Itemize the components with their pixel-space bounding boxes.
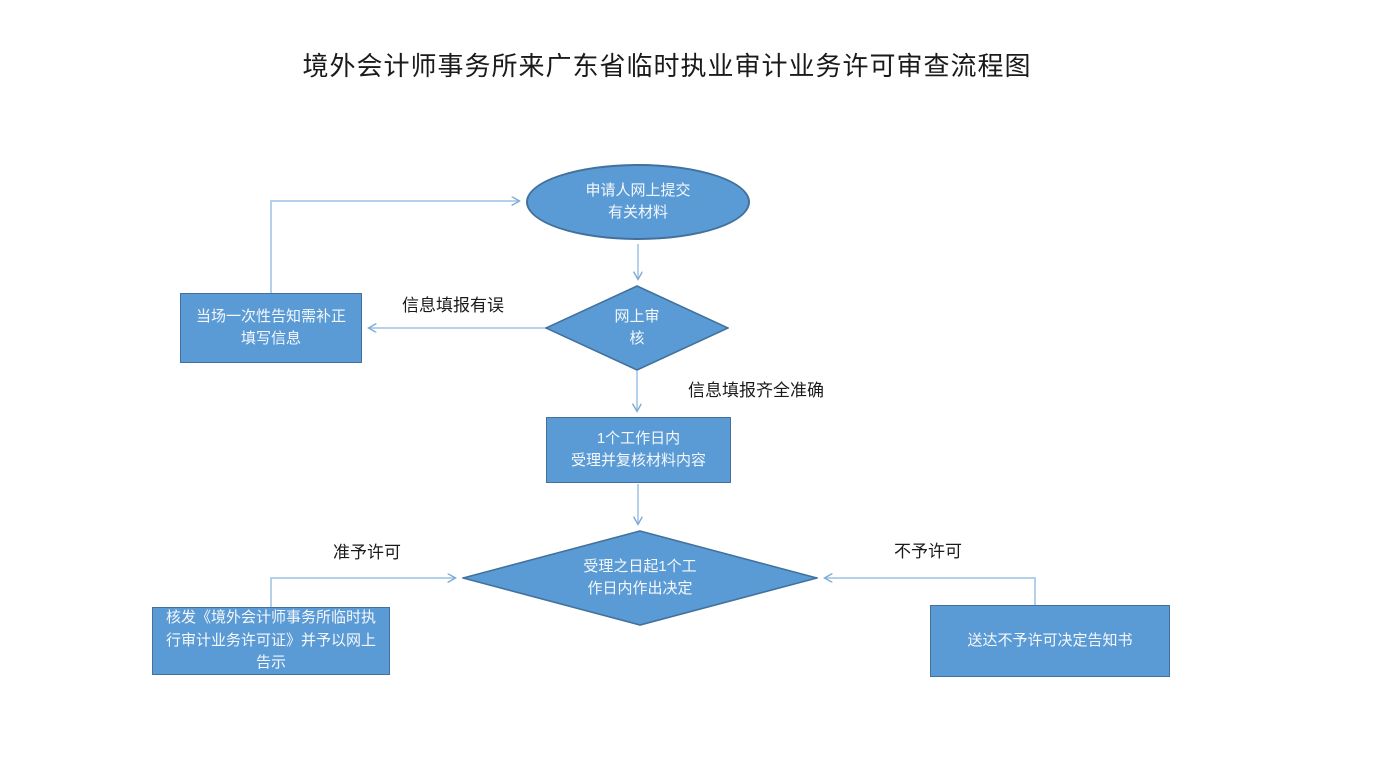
node-online-review: 网上审 核 [545,285,729,371]
edge-correct-to-submit [270,201,519,293]
node-deliver-rejection-text: 送达不予许可决定告知书 [967,631,1133,649]
node-correction-notice-text: 当场一次性告知需补正 填写信息 [195,307,346,348]
edge-label-approve: 准予许可 [333,543,401,562]
node-decision: 受理之日起1个工 作日内作出决定 [462,530,818,626]
edge-label-deny: 不予许可 [894,542,962,561]
edge-label-info-complete: 信息填报齐全准确 [688,381,824,400]
node-issue-license: 核发《境外会计师事务所临时执 行审计业务许可证》并予以网上 告示 [152,607,390,675]
diamond-shape [462,530,818,626]
node-accept-review: 1个工作日内 受理并复核材料内容 [546,417,731,483]
node-online-review-text: 网上审 核 [614,307,660,348]
node-accept-review-text: 1个工作日内 受理并复核材料内容 [570,429,706,470]
node-issue-license-text: 核发《境外会计师事务所临时执 行审计业务许可证》并予以网上 告示 [165,609,376,672]
node-decision-text: 受理之日起1个工 作日内作出决定 [583,557,697,598]
edge-deny-branch [825,578,1036,605]
node-correction-notice: 当场一次性告知需补正 填写信息 [180,293,362,363]
page-title: 境外会计师事务所来广东省临时执业审计业务许可审查流程图 [302,52,1032,81]
edge-label-info-error: 信息填报有误 [402,296,504,315]
node-submit-materials: 申请人网上提交 有关材料 [526,164,750,240]
diamond-shape [545,285,729,371]
edge-approve-branch [270,578,455,607]
node-submit-materials-text: 申请人网上提交 有关材料 [585,181,691,222]
node-deliver-rejection: 送达不予许可决定告知书 [930,605,1170,677]
